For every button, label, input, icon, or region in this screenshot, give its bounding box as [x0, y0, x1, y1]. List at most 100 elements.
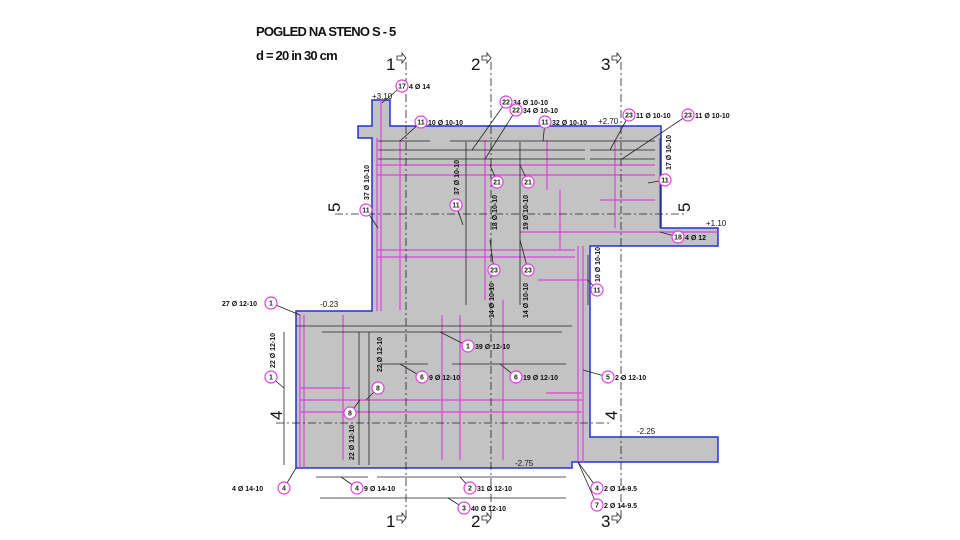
- position-number: 11: [417, 120, 425, 127]
- drawing-title: POGLED NA STENO S - 5: [256, 24, 396, 39]
- position-number: 22: [512, 108, 520, 115]
- position-circle: [371, 381, 385, 395]
- position-circle: [350, 481, 364, 495]
- axis-1-bottom: 1: [386, 512, 395, 531]
- position-circle: [681, 108, 695, 122]
- position-number: 23: [524, 268, 532, 275]
- bar-label: 37 Ø 10-10: [454, 160, 461, 195]
- bar-label: 22 Ø 12-10: [270, 333, 277, 368]
- bar-label: 19 Ø 10-10: [523, 195, 530, 230]
- elevation-label: -0.23: [320, 300, 339, 309]
- position-number: 8: [376, 386, 380, 393]
- position-circle: [590, 498, 604, 512]
- section-5-left: 5: [325, 203, 344, 212]
- bar-label: 40 Ø 12-10: [471, 506, 506, 513]
- bar-label: 4 Ø 14-10: [232, 486, 263, 493]
- position-number: 21: [493, 180, 501, 187]
- position-circle: [343, 406, 357, 420]
- section-4-left: 4: [267, 411, 286, 420]
- position-number: 4: [595, 486, 599, 493]
- axis-2-top: 2: [471, 55, 480, 74]
- axis-lines: [276, 62, 685, 520]
- position-circle: [277, 481, 291, 495]
- position-number: 23: [625, 113, 633, 120]
- leader-line: [577, 461, 598, 506]
- bar-label: 18 Ø 10-10: [492, 195, 499, 230]
- position-number: 18: [674, 235, 682, 242]
- position-circle: [499, 95, 513, 109]
- position-number: 1: [466, 344, 470, 351]
- axis-3-top: 3: [601, 55, 610, 74]
- bar-label: 34 Ø 10-10: [513, 100, 548, 107]
- position-circle: [449, 198, 463, 212]
- axis-2-bottom: 2: [471, 512, 480, 531]
- position-circle: [521, 263, 535, 277]
- position-circle: [590, 283, 604, 297]
- bar-label: 4 Ø 14: [409, 84, 430, 91]
- position-circle: [601, 370, 615, 384]
- bar-label: 19 Ø 12-10: [523, 375, 558, 382]
- elevation-marks: +3.10 +2.70 +1.10 -0.23 -2.25 -2.75: [320, 92, 727, 468]
- position-number: 23: [490, 268, 498, 275]
- axis-markers: 1 2 3 1 2 3 5 5 4 4: [267, 51, 694, 531]
- position-circle: [490, 175, 504, 189]
- position-circle: [395, 79, 409, 93]
- rebar-lines: [299, 100, 718, 468]
- position-number: 11: [593, 288, 601, 295]
- bar-label: 9 Ø 12-10: [429, 375, 460, 382]
- arrow-icon: [396, 511, 407, 525]
- bar-label: 2 Ø 12-10: [615, 375, 646, 382]
- position-circle: [415, 370, 429, 384]
- elevation-label: +2.70: [598, 117, 619, 126]
- position-circle: [538, 115, 552, 129]
- position-circle: [590, 481, 604, 495]
- position-circle: [461, 339, 475, 353]
- position-number: 6: [420, 375, 424, 382]
- position-circle: [359, 203, 373, 217]
- bar-label: 10 Ø 10-10: [595, 247, 602, 282]
- position-number: 17: [398, 84, 406, 91]
- bar-label: 11 Ø 10-10: [695, 113, 730, 120]
- bar-label: 4 Ø 12: [685, 235, 706, 242]
- position-circle: [264, 370, 278, 384]
- bar-label: 10 Ø 10-10: [428, 120, 463, 127]
- leader-line: [484, 109, 517, 160]
- bar-label: 31 Ø 12-10: [477, 486, 512, 493]
- position-circle: [414, 115, 428, 129]
- bar-label: 2 Ø 14-9.5: [604, 486, 637, 493]
- bar-label: 22 Ø 12-10: [349, 425, 356, 460]
- arrow-icon: [611, 51, 622, 65]
- arrow-icon: [396, 51, 407, 65]
- position-number: 5: [606, 375, 610, 382]
- position-number: 11: [661, 178, 669, 185]
- arrow-icon: [481, 51, 492, 65]
- bar-label: 17 Ø 10-10: [666, 135, 673, 170]
- drawing-subtitle: d = 20 in 30 cm: [256, 48, 337, 63]
- wall-outline: [295, 99, 719, 469]
- position-number: 21: [524, 180, 532, 187]
- leader-line: [609, 114, 630, 151]
- position-circle: [463, 481, 477, 495]
- bar-label: 22 Ø 12-10: [377, 337, 384, 372]
- bar-label: 34 Ø 10-10: [523, 108, 558, 115]
- bar-label: 14 Ø 10-10: [523, 283, 530, 318]
- position-number: 1: [269, 301, 273, 308]
- bar-label: 39 Ø 12-10: [475, 344, 510, 351]
- bar-label: 27 Ø 12-10: [222, 301, 257, 308]
- position-circle: [509, 103, 523, 117]
- position-number: 11: [452, 203, 460, 210]
- position-circle: [264, 296, 278, 310]
- bar-label: 32 Ø 10-10: [552, 120, 587, 127]
- section-4-right: 4: [602, 411, 621, 420]
- elevation-label: -2.75: [515, 459, 534, 468]
- bar-label: 37 Ø 10-10: [364, 165, 371, 200]
- leader-line: [471, 101, 507, 151]
- position-circle: [622, 108, 636, 122]
- position-circle: [457, 501, 471, 515]
- elevation-label: -2.25: [637, 427, 656, 436]
- elevation-label: +3.10: [372, 92, 393, 101]
- position-number: 23: [684, 113, 692, 120]
- bar-label: 9 Ø 14-10: [364, 486, 395, 493]
- position-circle: [487, 263, 501, 277]
